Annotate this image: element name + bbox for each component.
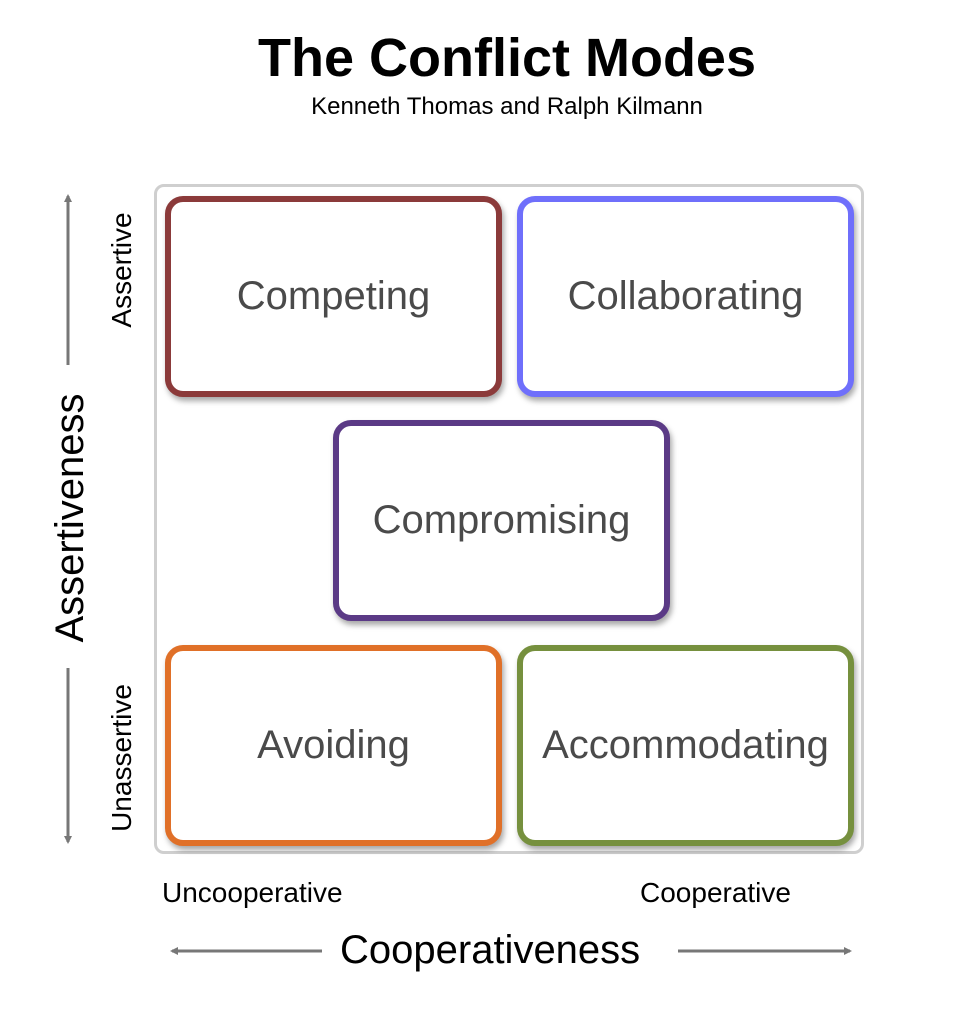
mode-label-competing: Competing: [236, 274, 431, 318]
mode-box-competing: Competing: [165, 196, 502, 397]
mode-box-avoiding: Avoiding: [165, 645, 502, 846]
x-axis-title: Cooperativeness: [340, 928, 641, 972]
mode-label-compromising: Compromising: [372, 498, 631, 542]
x-axis-high-label: Cooperative: [640, 877, 791, 908]
x-axis-low-label: Uncooperative: [162, 877, 343, 908]
mode-box-accommodating: Accommodating: [517, 645, 854, 846]
y-axis-low-label: Unassertive: [106, 684, 137, 832]
y-axis-high-label: Assertive: [106, 212, 137, 328]
diagram-title: The Conflict Modes: [258, 28, 756, 88]
mode-label-avoiding: Avoiding: [257, 723, 410, 767]
y-axis-title: Assertiveness: [48, 393, 92, 643]
mode-box-collaborating: Collaborating: [517, 196, 854, 397]
diagram-subtitle: Kenneth Thomas and Ralph Kilmann: [311, 93, 703, 120]
mode-label-accommodating: Accommodating: [542, 723, 829, 767]
mode-box-compromising: Compromising: [333, 420, 670, 621]
mode-label-collaborating: Collaborating: [567, 274, 804, 318]
